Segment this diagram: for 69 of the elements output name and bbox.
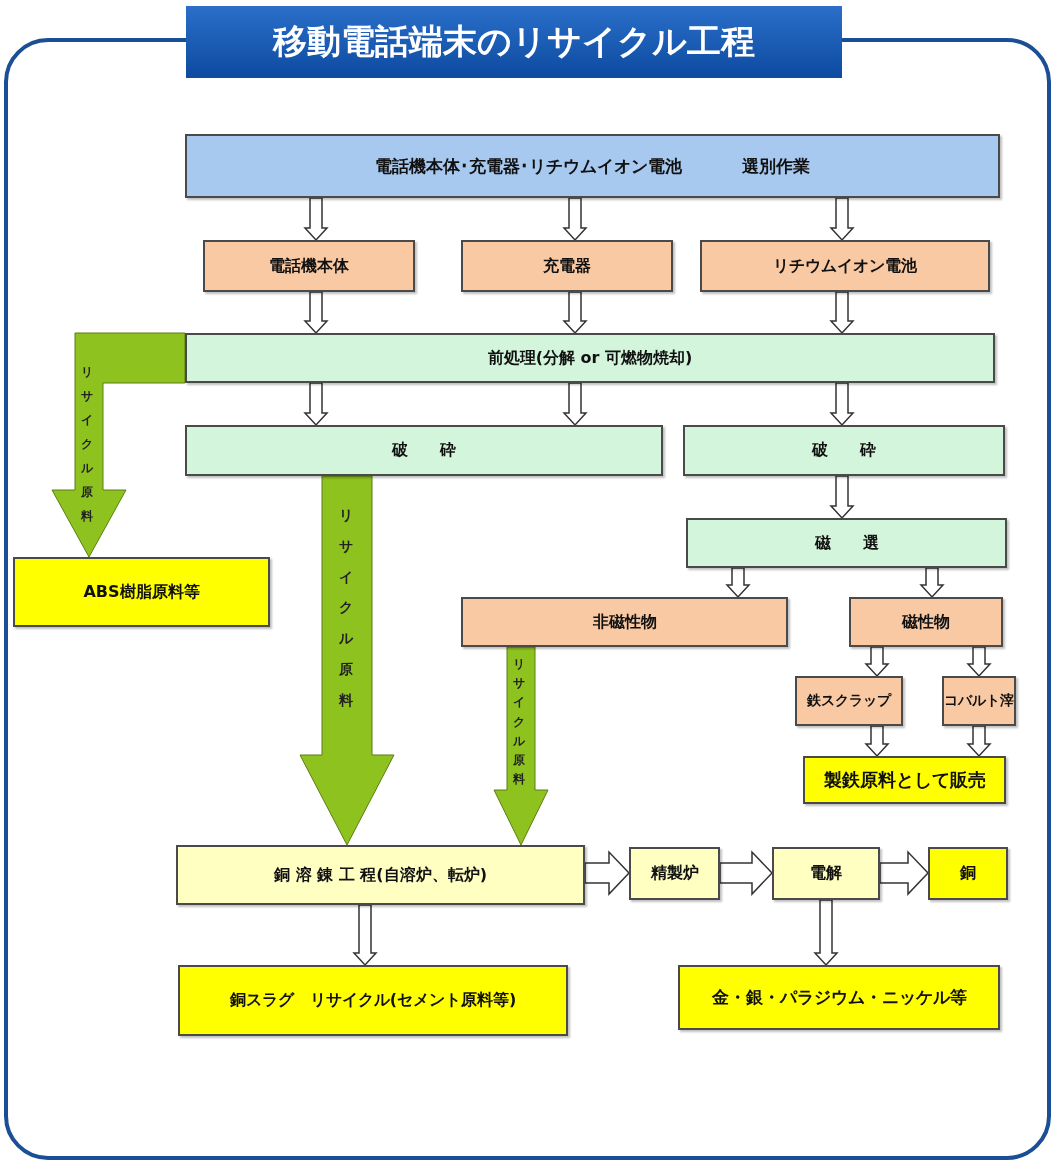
box-label: コバルト滓 [944, 692, 1014, 710]
process-box [629, 847, 720, 900]
box-label: 磁性物 [902, 611, 950, 633]
process-box [461, 597, 788, 647]
box-label: 銅 [960, 863, 976, 884]
process-box [928, 847, 1008, 900]
arrow [919, 567, 945, 599]
recycling-arrow [493, 646, 549, 846]
process-box [683, 425, 1005, 476]
box-label: 破 砕 [812, 440, 876, 461]
box-label: 磁 選 [814, 532, 879, 554]
process-box [678, 965, 1000, 1030]
box-label: 鉄スクラップ [807, 692, 891, 710]
box-label: リチウムイオン電池 [773, 255, 917, 277]
arrow [864, 725, 890, 758]
arrow [864, 646, 890, 678]
process-box [203, 240, 415, 292]
arrow [303, 197, 329, 242]
box-label: 破 砕 [392, 440, 456, 461]
box-label: 電話機本体･充電器･リチウムイオン電池 [375, 154, 682, 178]
edge-label: リサイクル原料 [339, 506, 353, 710]
box-label: 銅スラグ リサイクル(セメント原料等) [229, 990, 517, 1011]
box-label: 銅 溶 錬 工 程(自溶炉、転炉) [274, 864, 487, 886]
arrow [966, 725, 992, 758]
recycling-arrow [51, 332, 186, 558]
process-box [185, 134, 1000, 198]
arrow [829, 291, 855, 335]
arrow [966, 646, 992, 678]
edge-label: リサイクル原料 [81, 364, 93, 525]
process-box [849, 597, 1003, 647]
process-box [700, 240, 990, 292]
title: 移動電話端末のリサイクル工程 [273, 20, 755, 63]
box-label: 精製炉 [650, 863, 699, 884]
arrow [352, 904, 378, 967]
arrow [562, 197, 588, 242]
arrow [829, 382, 855, 427]
box-label: 前処理(分解 or 可燃物焼却) [487, 347, 693, 369]
process-box [803, 756, 1006, 804]
process-box [772, 847, 880, 900]
process-box [942, 676, 1016, 726]
box-label: ABS樹脂原料等 [83, 581, 200, 603]
process-box [686, 518, 1007, 568]
box-label: 製鉄原料として販売 [823, 768, 986, 792]
arrow [562, 291, 588, 335]
arrow [562, 382, 588, 427]
process-box [185, 333, 995, 383]
box-label: 金・銀・パラジウム・ニッケル等 [711, 986, 967, 1009]
box-label: 選別作業 [742, 154, 810, 178]
process-box [13, 557, 270, 627]
box-label: 電話機本体 [269, 255, 349, 277]
arrow [879, 850, 930, 896]
box-label: 充電器 [543, 255, 591, 277]
arrow [303, 291, 329, 335]
arrow [829, 475, 855, 520]
process-box [185, 425, 663, 476]
arrow [813, 899, 839, 967]
arrow [829, 197, 855, 242]
arrow [303, 382, 329, 427]
box-label: 非磁性物 [592, 611, 657, 633]
process-box [176, 845, 585, 905]
arrow [719, 850, 774, 896]
edge-label: リサイクル原料 [513, 656, 525, 789]
process-box [178, 965, 568, 1036]
recycling-arrow [299, 475, 395, 846]
arrow [584, 850, 631, 896]
box-label: 電解 [810, 863, 842, 884]
arrow [725, 567, 751, 599]
process-box [795, 676, 903, 726]
process-box [461, 240, 673, 292]
